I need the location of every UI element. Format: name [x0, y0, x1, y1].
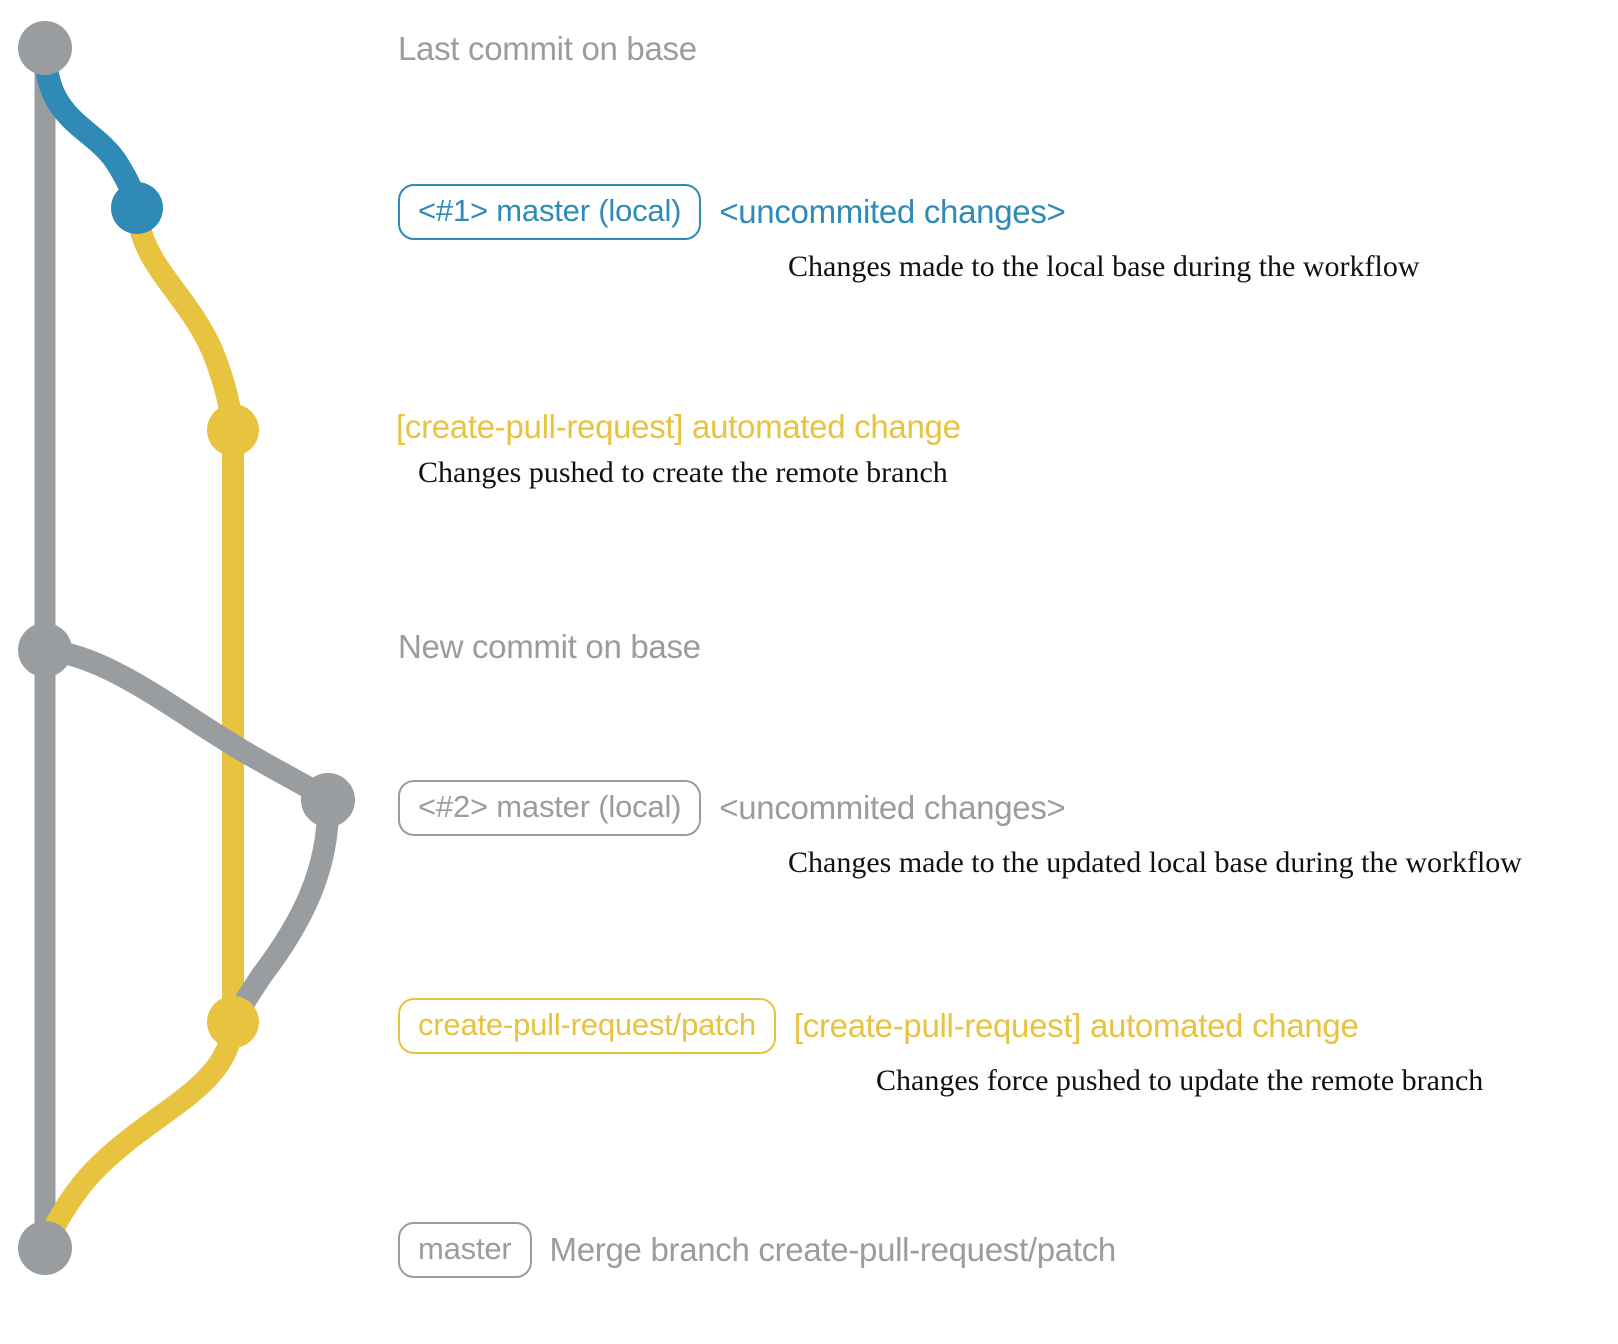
branch-pill-master[interactable]: master — [398, 1222, 532, 1278]
new-commit-headline: New commit on base — [398, 628, 701, 665]
auto-change-1-subtext: Changes pushed to create the remote bran… — [418, 456, 948, 489]
patch-head: create-pull-request/patch [create-pull-r… — [398, 998, 1483, 1054]
annotation-patch-branch: create-pull-request/patch [create-pull-r… — [398, 998, 1483, 1098]
annotation-automated-change-1: [create-pull-request] automated change C… — [396, 408, 961, 490]
annotation-merge-commit: master Merge branch create-pull-request/… — [398, 1222, 1116, 1278]
new-commit-head: New commit on base — [398, 628, 701, 666]
local-2-subtext: Changes made to the updated local base d… — [788, 846, 1522, 879]
annotation-new-commit-on-base: New commit on base — [398, 628, 701, 666]
local-2-headline: <uncommited changes> — [719, 789, 1066, 826]
branch-pill-local-2[interactable]: <#2> master (local) — [398, 780, 702, 836]
annotation-local-commit-2: <#2> master (local) <uncommited changes>… — [398, 780, 1522, 880]
branch-pill-local-1[interactable]: <#1> master (local) — [398, 184, 702, 240]
last-commit-headline: Last commit on base — [398, 30, 697, 67]
local-2-head: <#2> master (local) <uncommited changes> — [398, 780, 1522, 836]
branch-pill-create-pull-request-patch[interactable]: create-pull-request/patch — [398, 998, 776, 1054]
merge-headline: Merge branch create-pull-request/patch — [549, 1231, 1117, 1268]
local-1-head: <#1> master (local) <uncommited changes> — [398, 184, 1420, 240]
last-commit-head: Last commit on base — [398, 30, 697, 68]
local-1-headline: <uncommited changes> — [719, 193, 1066, 230]
merge-head: master Merge branch create-pull-request/… — [398, 1222, 1116, 1278]
patch-subtext: Changes force pushed to update the remot… — [876, 1064, 1484, 1097]
local-1-subtext: Changes made to the local base during th… — [788, 250, 1420, 283]
annotation-last-commit-on-base: Last commit on base — [398, 30, 697, 68]
auto-change-1-head: [create-pull-request] automated change — [396, 408, 961, 446]
patch-headline: [create-pull-request] automated change — [793, 1007, 1359, 1044]
auto-change-1-headline: [create-pull-request] automated change — [396, 408, 961, 445]
annotation-local-commit-1: <#1> master (local) <uncommited changes>… — [398, 184, 1420, 284]
